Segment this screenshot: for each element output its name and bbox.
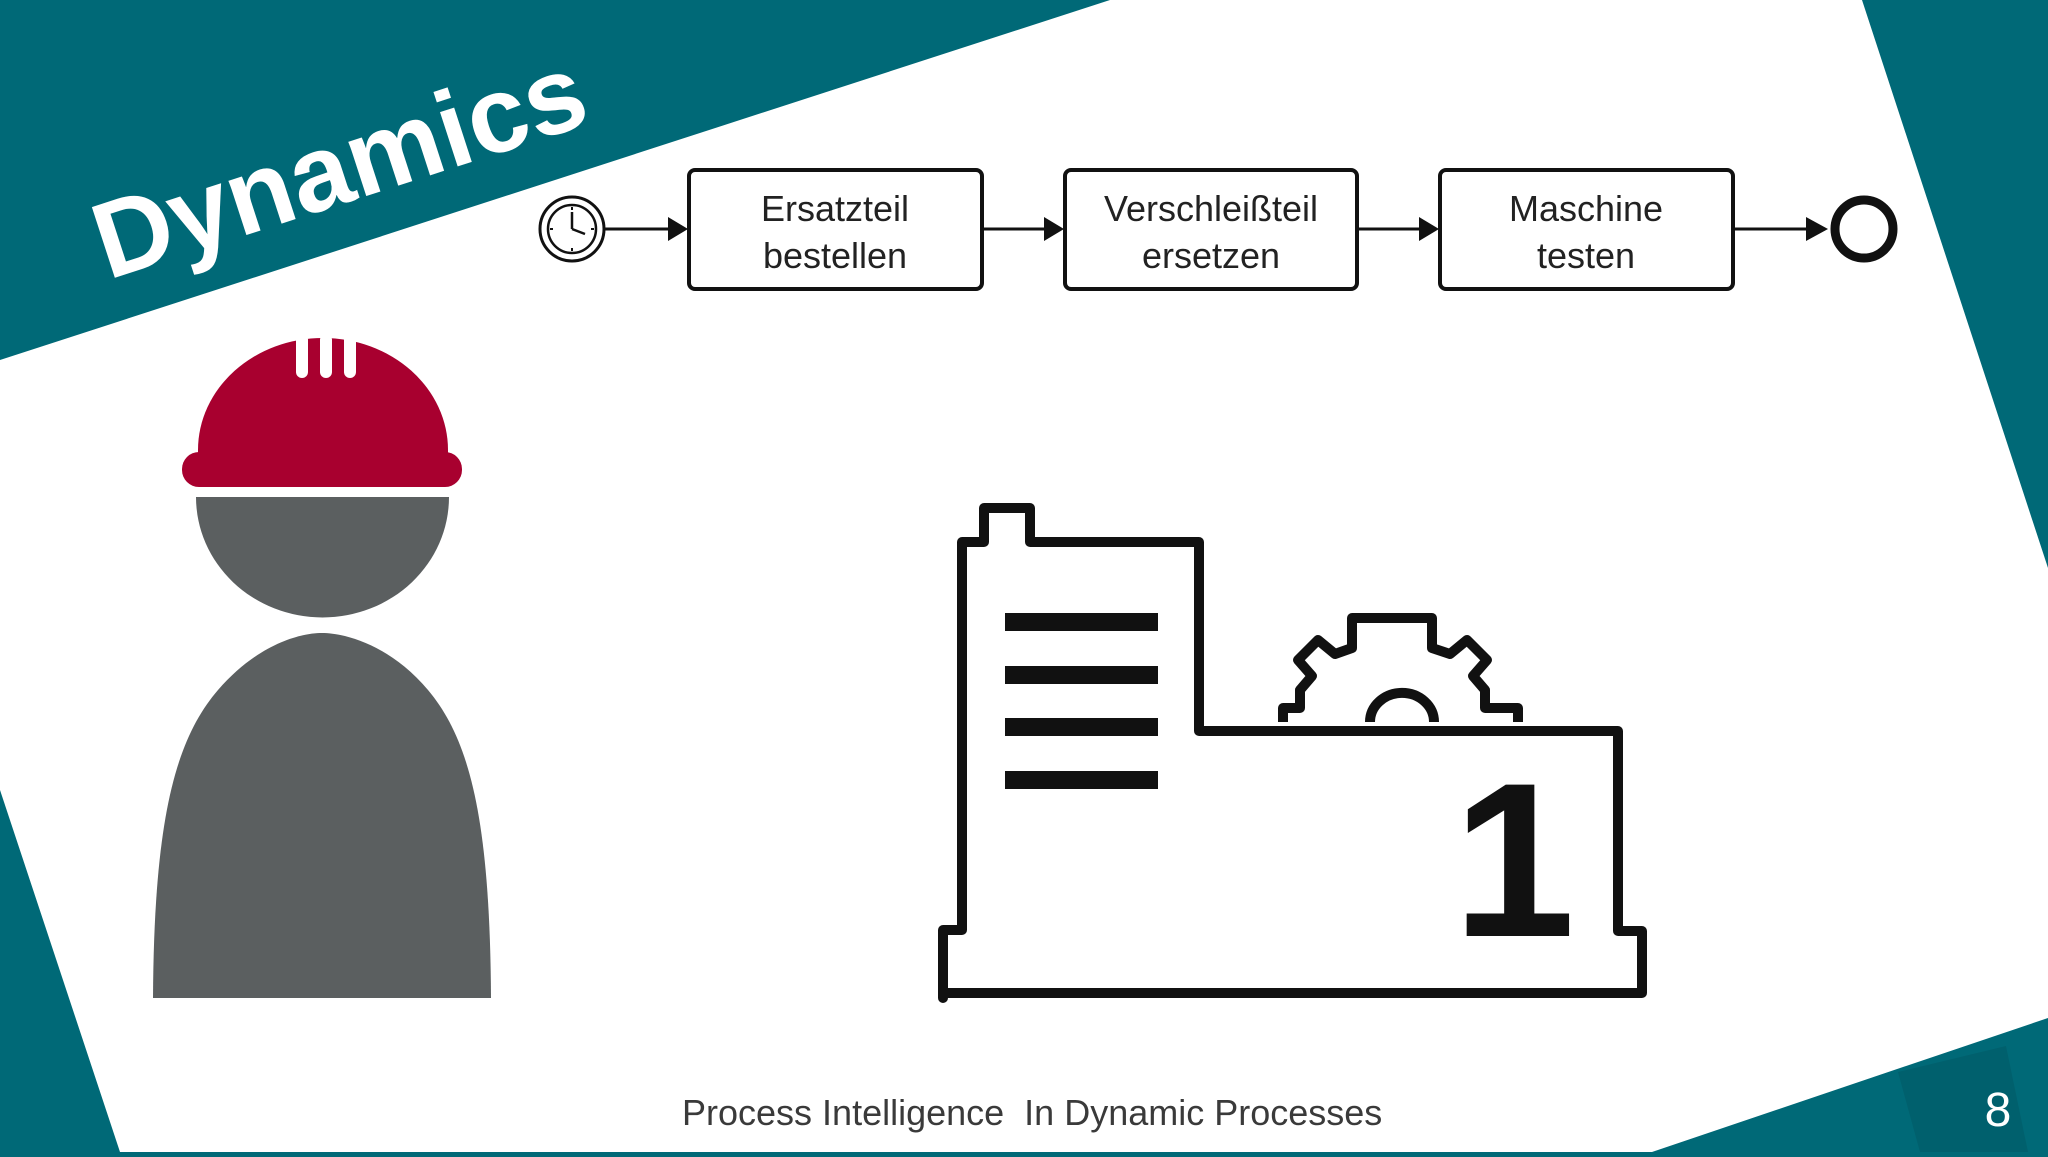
gear-icon [1278, 613, 1523, 723]
task-3-line-2: testen [1537, 235, 1635, 276]
footer-text: Process Intelligence In Dynamic Processe… [682, 1092, 1383, 1133]
page-number-box [1898, 1046, 2028, 1152]
worker-icon [153, 334, 491, 998]
sequence-flows [604, 217, 1828, 241]
task-box-3 [1438, 168, 1735, 291]
task-1-line-1: Ersatzteil [761, 188, 909, 229]
task-box-2 [1063, 168, 1359, 291]
task-2-line-2: ersetzen [1142, 235, 1280, 276]
task-2-line-1: Verschleißteil [1104, 188, 1318, 229]
task-labels: Ersatzteil bestellen Verschleißteil erse… [761, 188, 1663, 276]
process-diagram [538, 168, 1898, 291]
task-1-line-2: bestellen [763, 235, 907, 276]
timer-icon [538, 195, 606, 263]
factory-number: 1 [1453, 737, 1575, 983]
factory-icon [938, 503, 1647, 1003]
page-number: 8 [1984, 1084, 2012, 1137]
task-box-1 [687, 168, 984, 291]
task-3-line-1: Maschine [1509, 188, 1663, 229]
end-event-icon [1830, 195, 1898, 263]
